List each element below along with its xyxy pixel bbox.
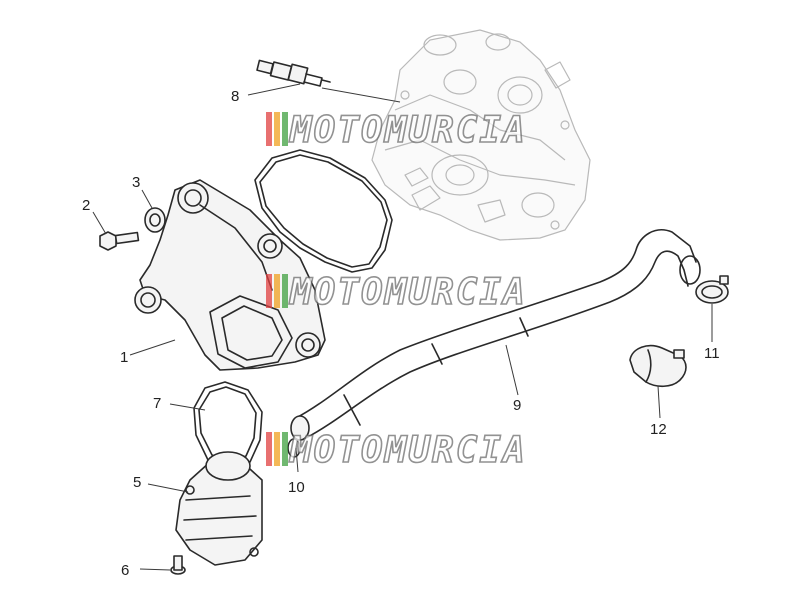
callout-11: 11: [704, 345, 720, 362]
callout-8: 8: [231, 88, 239, 105]
callout-5: 5: [133, 474, 141, 491]
watermark-bar-red: [266, 274, 272, 308]
callout-2: 2: [82, 197, 90, 214]
callout-1: 1: [120, 349, 128, 366]
breather-hose: [290, 229, 701, 441]
watermark-bar-orange: [274, 274, 280, 308]
watermark-bar-orange: [274, 432, 280, 466]
washer: [144, 207, 166, 233]
cover-gasket: [254, 149, 393, 273]
callout-6: 6: [121, 562, 129, 579]
watermark-bottom: MOTOMURCIA: [266, 429, 527, 472]
watermark-bar-green: [282, 274, 288, 308]
watermark-bar-green: [282, 432, 288, 466]
watermark-bar-orange: [274, 112, 280, 146]
bolt: [99, 231, 140, 251]
clip: [629, 344, 687, 388]
watermark-middle: MOTOMURCIA: [266, 271, 527, 314]
callout-3: 3: [132, 174, 140, 191]
hose-clamp: [695, 275, 729, 304]
screw: [170, 555, 186, 575]
watermark-bar-red: [266, 432, 272, 466]
leader-lines: [92, 83, 713, 571]
watermark-bar-red: [266, 112, 272, 146]
blow-by-housing: [175, 451, 263, 566]
watermark-text: MOTOMURCIA: [289, 430, 527, 471]
watermark-top: MOTOMURCIA: [266, 109, 527, 152]
cylinder-head: [371, 29, 591, 241]
spark-plug: [256, 59, 331, 87]
callout-12: 12: [650, 421, 667, 438]
valve-cover: [134, 179, 326, 371]
callout-9: 9: [513, 397, 521, 414]
watermark-text: MOTOMURCIA: [289, 272, 527, 313]
watermark-bar-green: [282, 112, 288, 146]
callout-10: 10: [288, 479, 305, 496]
callout-7: 7: [153, 395, 161, 412]
callout-numbers: 1 2 3 5 6 7 8 9 10 11 12: [82, 88, 720, 579]
watermark-text: MOTOMURCIA: [289, 110, 527, 151]
